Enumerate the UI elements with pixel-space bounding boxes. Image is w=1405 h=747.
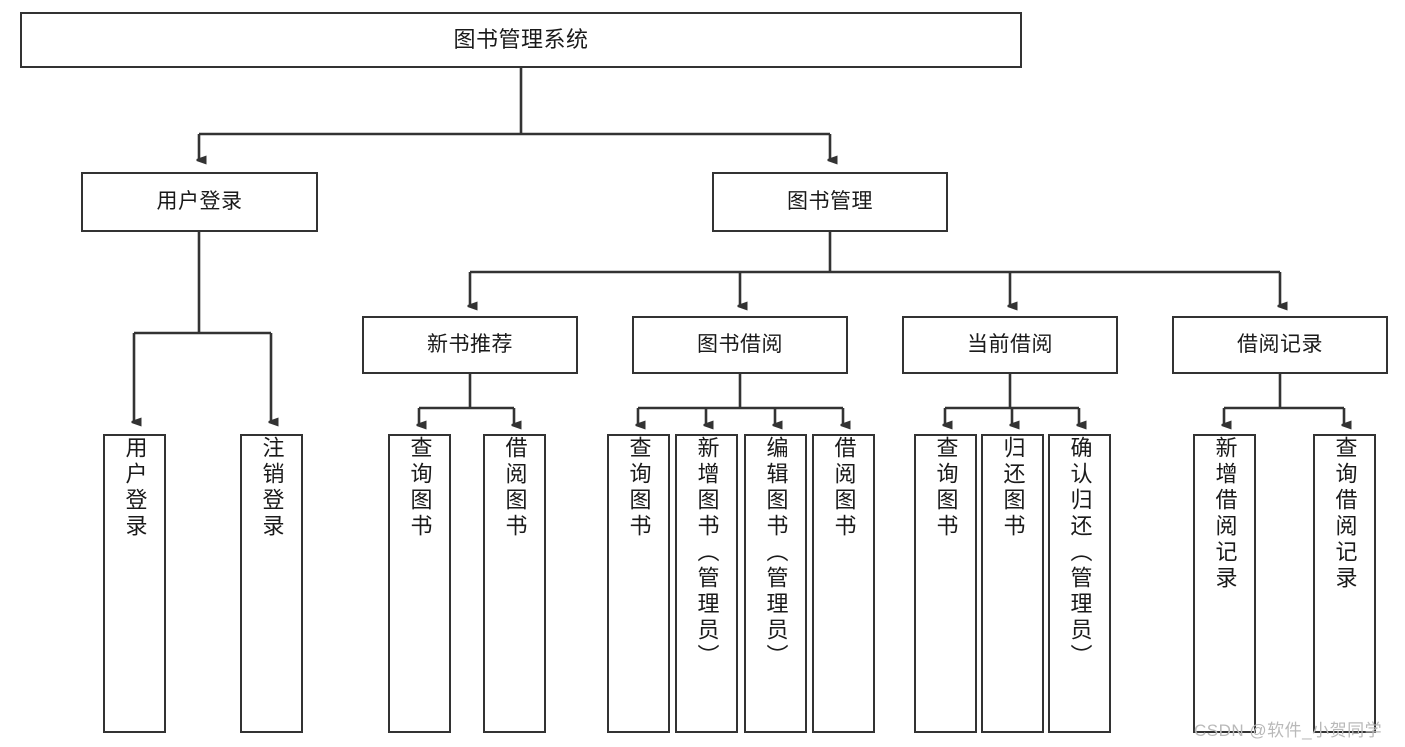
leaf-confirm-return-admin[interactable]: 确认归还（管理员） xyxy=(1048,434,1111,733)
node-label: 查询图书 xyxy=(407,436,433,540)
node-borrow-record[interactable]: 借阅记录 xyxy=(1172,316,1388,374)
leaf-edit-book-admin[interactable]: 编辑图书（管理员） xyxy=(744,434,807,733)
node-label: 编辑图书（管理员） xyxy=(763,436,789,670)
node-label: 新书推荐 xyxy=(427,332,513,356)
node-label: 查询图书 xyxy=(933,436,959,540)
node-label: 图书借阅 xyxy=(697,332,783,356)
node-label: 用户登录 xyxy=(156,189,243,213)
node-label: 图书管理系统 xyxy=(453,27,589,53)
node-label: 注销登录 xyxy=(259,436,285,540)
watermark: CSDN @软件_小贺同学 xyxy=(1194,721,1383,740)
leaf-query-borrow-record[interactable]: 查询借阅记录 xyxy=(1313,434,1376,733)
leaf-borrow-book[interactable]: 借阅图书 xyxy=(812,434,875,733)
node-current-borrow[interactable]: 当前借阅 xyxy=(902,316,1118,374)
leaf-query-book-borrow[interactable]: 查询图书 xyxy=(607,434,670,733)
node-root-book-management-system[interactable]: 图书管理系统 xyxy=(20,12,1022,68)
node-label: 查询图书 xyxy=(626,436,652,540)
leaf-user-login[interactable]: 用户登录 xyxy=(103,434,166,733)
node-label: 当前借阅 xyxy=(967,332,1053,356)
node-label: 新增借阅记录 xyxy=(1212,436,1238,592)
leaf-return-book[interactable]: 归还图书 xyxy=(981,434,1044,733)
node-label: 借阅图书 xyxy=(502,436,528,540)
node-user-login[interactable]: 用户登录 xyxy=(81,172,318,232)
node-label: 图书管理 xyxy=(787,189,873,213)
node-label: 确认归还（管理员） xyxy=(1067,436,1093,670)
node-book-management[interactable]: 图书管理 xyxy=(712,172,948,232)
leaf-add-borrow-record[interactable]: 新增借阅记录 xyxy=(1193,434,1256,733)
node-new-book-recommend[interactable]: 新书推荐 xyxy=(362,316,578,374)
node-label: 借阅图书 xyxy=(831,436,857,540)
node-label: 查询借阅记录 xyxy=(1332,436,1358,592)
leaf-borrow-book-recommend[interactable]: 借阅图书 xyxy=(483,434,546,733)
leaf-add-book-admin[interactable]: 新增图书（管理员） xyxy=(675,434,738,733)
leaf-query-book-current[interactable]: 查询图书 xyxy=(914,434,977,733)
node-book-borrow[interactable]: 图书借阅 xyxy=(632,316,848,374)
node-label: 归还图书 xyxy=(1000,436,1026,540)
node-label: 借阅记录 xyxy=(1237,332,1323,356)
node-label: 新增图书（管理员） xyxy=(694,436,720,670)
leaf-query-book-recommend[interactable]: 查询图书 xyxy=(388,434,451,733)
leaf-logout[interactable]: 注销登录 xyxy=(240,434,303,733)
node-label: 用户登录 xyxy=(122,436,148,540)
